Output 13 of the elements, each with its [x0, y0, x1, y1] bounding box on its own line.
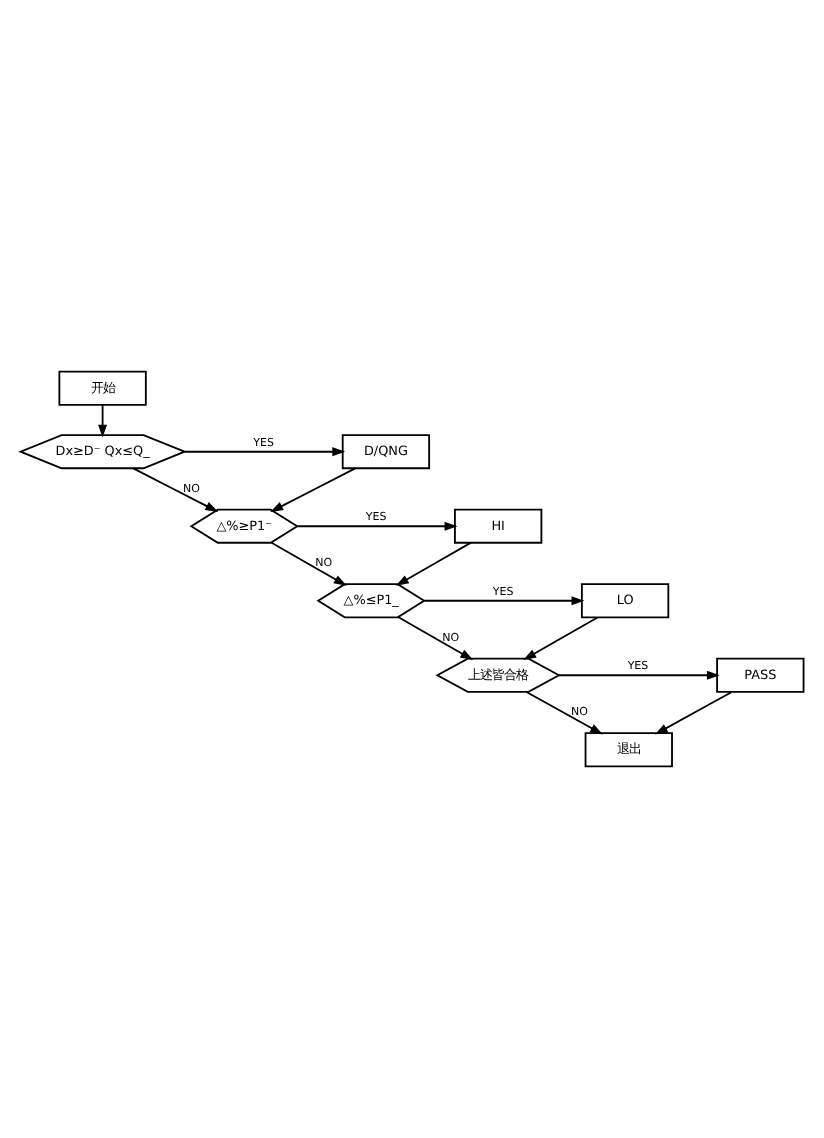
arrow — [525, 691, 603, 735]
arrow — [296, 521, 458, 531]
arrow — [98, 404, 108, 438]
arrow — [132, 467, 219, 512]
arrow — [184, 447, 346, 457]
arrow — [270, 467, 357, 512]
arrow — [523, 616, 599, 660]
arrow — [558, 670, 720, 680]
arrow — [654, 691, 733, 735]
arrow — [395, 542, 472, 586]
arrow — [423, 596, 585, 606]
arrow — [397, 616, 474, 661]
arrow — [270, 541, 347, 586]
